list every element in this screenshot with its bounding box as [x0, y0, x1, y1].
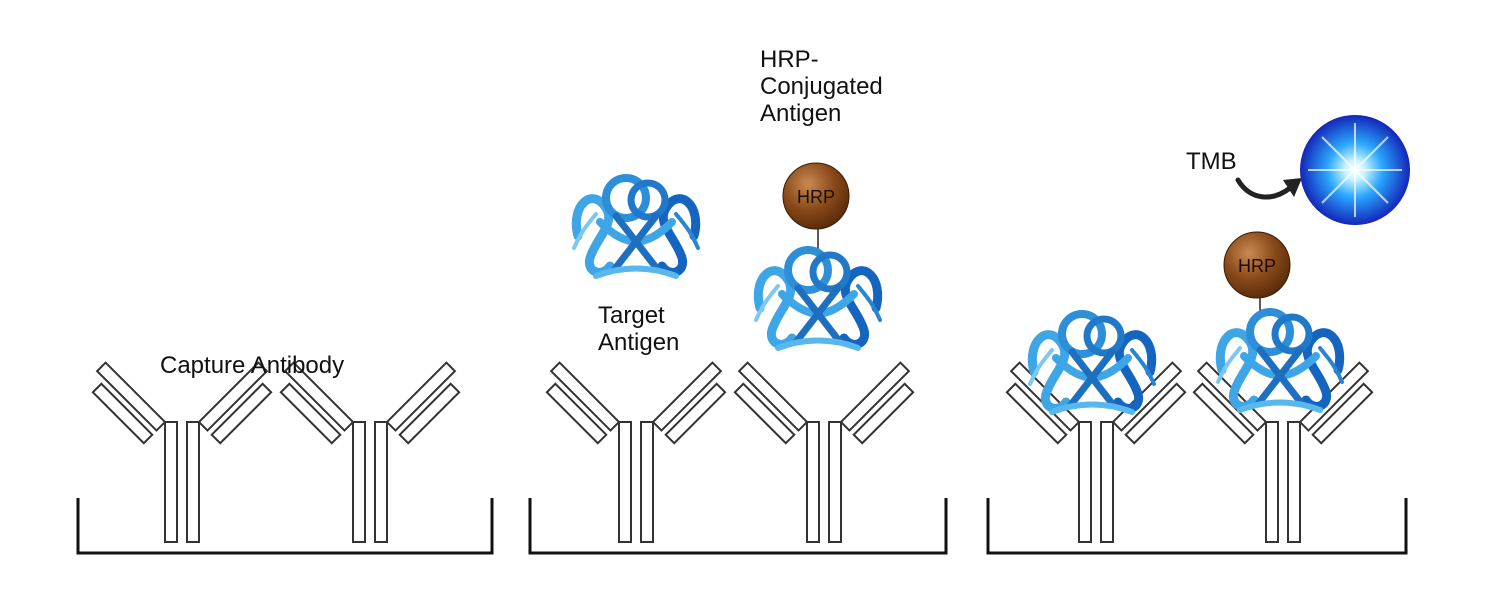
bound-target-antigen-icon: [1030, 314, 1154, 412]
well-2: [528, 498, 948, 555]
well-1: [76, 498, 494, 555]
capture-antibody-label: Capture Antibody: [160, 352, 345, 379]
conjugated-antigen-icon: [756, 250, 880, 348]
capture-antibody-icon: [271, 361, 469, 543]
arrow-head: [1283, 178, 1302, 197]
hrp-icon: HRP: [782, 162, 850, 230]
capture-antibody-icon: [725, 361, 923, 543]
capture-antibody-icon: [997, 361, 1195, 543]
bound-conjugated-antigen-icon: [1218, 312, 1342, 410]
target-antigen-icon: [574, 178, 698, 276]
hrp-conjugated-antigen-label: HRP- Conjugated Antigen: [760, 46, 883, 127]
target-antigen-label: Target Antigen: [598, 302, 680, 356]
capture-antibody-icon: [83, 361, 281, 543]
hrp-label: HRP: [1238, 256, 1276, 276]
capture-antibody-icon: [537, 361, 735, 543]
well-3: [986, 498, 1408, 555]
curved-arrow-icon: [1235, 177, 1293, 200]
glowing-signal-icon: [1300, 115, 1410, 225]
hrp-icon: HRP: [1223, 231, 1291, 299]
tmb-label: TMB: [1186, 148, 1237, 175]
hrp-label: HRP: [797, 187, 835, 207]
capture-antibody-icon: [1184, 361, 1382, 543]
